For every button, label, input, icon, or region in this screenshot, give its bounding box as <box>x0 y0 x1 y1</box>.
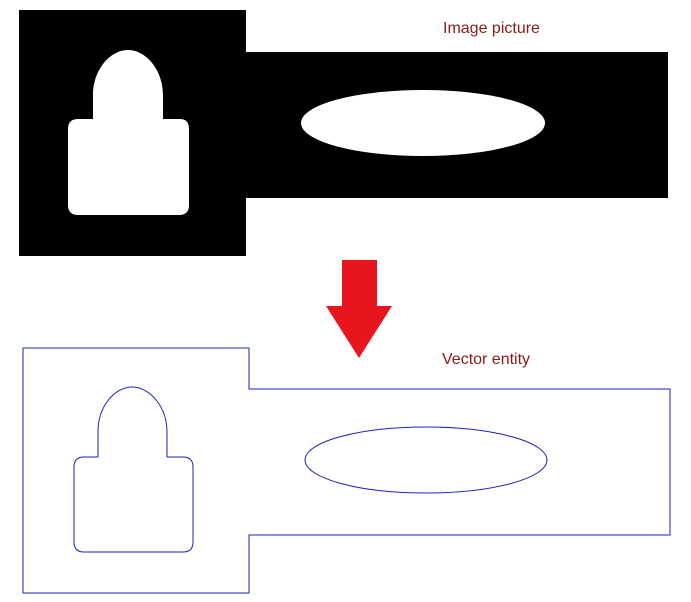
vector-lock-outline <box>73 386 194 553</box>
raster-lock-shape <box>68 50 189 215</box>
vector-ellipse-outline <box>304 426 548 494</box>
vector-entity-label: Vector entity <box>442 351 531 368</box>
raster-image <box>19 10 668 256</box>
raster-ellipse-shape <box>301 90 545 156</box>
vector-entity <box>22 347 671 594</box>
vector-outer-outline <box>22 347 671 594</box>
image-picture-label: Image picture <box>443 20 540 37</box>
down-arrow-icon <box>326 260 392 358</box>
